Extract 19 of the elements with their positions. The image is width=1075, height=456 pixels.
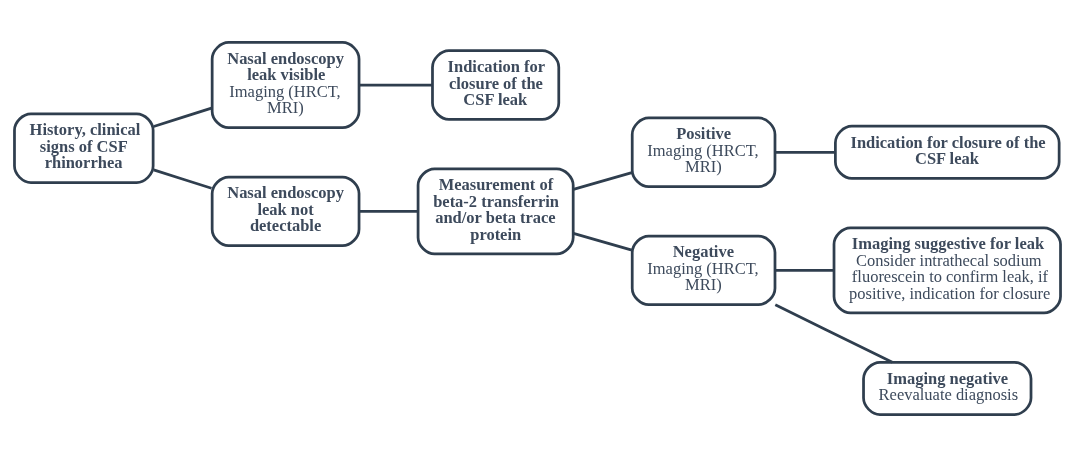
connector <box>573 170 633 191</box>
node-box: History, clinical signs of CSF rhinorrhea <box>13 112 155 184</box>
node-box: Imaging negative Reevaluate diagnosis <box>862 360 1033 416</box>
node-box: Nasal endoscopy leak not detectable <box>210 175 361 247</box>
connector <box>153 168 212 190</box>
node-box: Nasal endoscopy leak visible Imaging (HRCT, MRI) <box>210 40 361 129</box>
connector <box>153 106 212 128</box>
node-box: Indication for closure of the CSF leak <box>431 48 561 121</box>
connector <box>573 231 633 251</box>
connector <box>775 150 836 154</box>
node-box: Positive Imaging (HRCT, MRI) <box>630 116 777 188</box>
connector <box>774 303 893 363</box>
connector <box>359 209 418 213</box>
node-box: Negative Imaging (HRCT, MRI) <box>630 234 777 306</box>
connector <box>359 83 433 86</box>
connector <box>775 268 834 272</box>
node-box: Imaging suggestive for leak Consider intrathecal sodium fluorescein to confirm leak, if positive, indication for closure <box>832 225 1062 314</box>
node-box: Measurement of beta-2 transferrin and/or beta trace protein <box>416 166 575 255</box>
node-box: Indication for closure of the CSF leak <box>834 124 1061 180</box>
